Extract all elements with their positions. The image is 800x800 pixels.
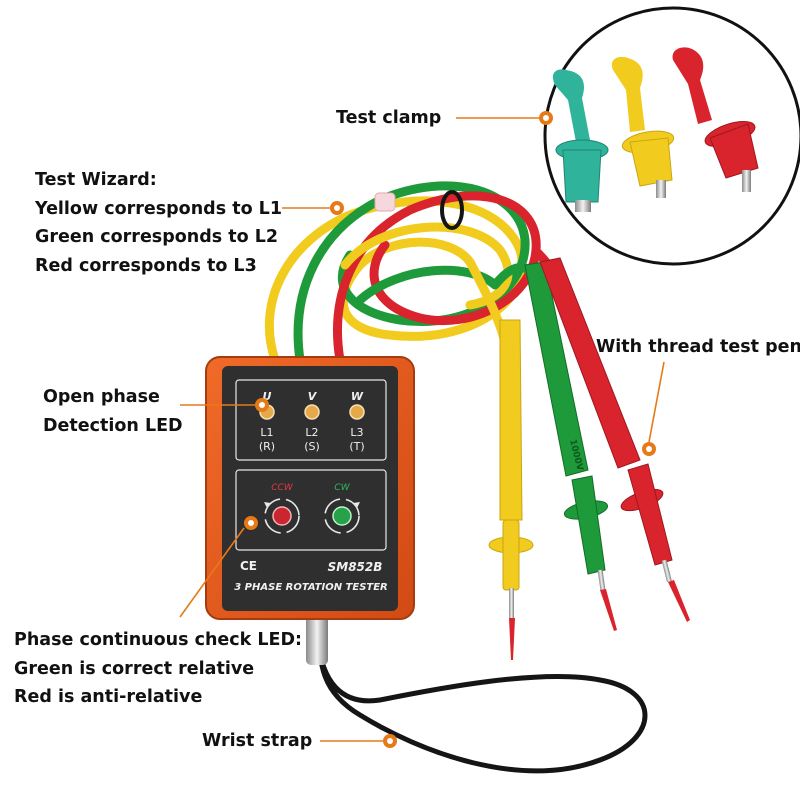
leader-thread-pen bbox=[648, 361, 665, 443]
led-cw bbox=[332, 506, 352, 526]
cw-label: CW bbox=[334, 483, 350, 493]
continuity-title: Phase continuous check LED: bbox=[14, 630, 303, 650]
probe-yellow bbox=[466, 259, 534, 660]
open-phase-line-2: Detection LED bbox=[43, 415, 183, 436]
clamp-teal bbox=[552, 69, 609, 212]
label-open-phase: Open phase Detection LED bbox=[43, 383, 183, 440]
led-l3 bbox=[349, 404, 365, 420]
continuity-line-2: Red is anti-relative bbox=[14, 687, 203, 707]
label-test-clamp: Test clamp bbox=[336, 104, 441, 133]
clamp-yellow bbox=[611, 56, 675, 198]
led-l2 bbox=[304, 404, 320, 420]
probe-red bbox=[531, 246, 690, 622]
test-wizard-line-1: Yellow corresponds to L1 bbox=[35, 198, 283, 219]
label-wrist-strap: Wrist strap bbox=[202, 727, 312, 756]
ccw-label: CCW bbox=[271, 483, 294, 493]
label-continuity: Phase continuous check LED: Green is cor… bbox=[14, 626, 302, 712]
ce-mark-icon: CE bbox=[240, 559, 257, 573]
thread-pen-text: With thread test pen bbox=[596, 337, 800, 357]
callouts bbox=[179, 117, 665, 742]
phase-led-row: U V W L1 L2 L3 (R) (S) (T) bbox=[259, 390, 365, 453]
leader-continuity bbox=[179, 527, 245, 618]
phase-line-l2: L2 bbox=[305, 426, 318, 439]
model-number: SM852B bbox=[328, 560, 383, 574]
phase-code-t: (T) bbox=[349, 440, 364, 453]
ccw-arrow-icon bbox=[264, 498, 300, 534]
test-clamp-text: Test clamp bbox=[336, 108, 442, 128]
led-ccw bbox=[272, 506, 292, 526]
device-name: 3 PHASE ROTATION TESTER bbox=[234, 582, 388, 593]
phase-letter-u: U bbox=[263, 390, 272, 403]
test-wizard-line-2: Green corresponds to L2 bbox=[35, 227, 279, 247]
phase-letter-w: W bbox=[351, 390, 364, 403]
clamp-red bbox=[672, 47, 759, 192]
phase-code-s: (S) bbox=[304, 440, 320, 453]
probe-green: 1000V bbox=[491, 261, 617, 631]
label-thread-pen: With thread test pen bbox=[596, 333, 800, 362]
rotation-led-row: CCW CW bbox=[264, 483, 360, 534]
tester-body: U V W L1 L2 L3 (R) (S) (T) CCW CW bbox=[205, 356, 415, 620]
wrist-strap bbox=[306, 604, 648, 774]
phase-letter-v: V bbox=[308, 390, 318, 403]
test-wizard-line-3: Red corresponds to L3 bbox=[35, 255, 257, 276]
phase-code-r: (R) bbox=[259, 440, 275, 453]
test-clamp-inset bbox=[543, 6, 800, 266]
open-phase-line-1: Open phase bbox=[43, 387, 160, 407]
continuity-line-1: Green is correct relative bbox=[14, 658, 255, 679]
label-test-wizard: Test Wizard: Yellow corresponds to L1 Gr… bbox=[35, 166, 282, 280]
cw-arrow-icon bbox=[324, 498, 360, 534]
test-wizard-title: Test Wizard: bbox=[35, 170, 157, 190]
phase-line-l3: L3 bbox=[350, 426, 363, 439]
callout-dots bbox=[244, 111, 656, 748]
phase-line-l1: L1 bbox=[260, 426, 273, 439]
test-leads-loops bbox=[264, 181, 541, 365]
wrist-strap-text: Wrist strap bbox=[202, 731, 313, 751]
